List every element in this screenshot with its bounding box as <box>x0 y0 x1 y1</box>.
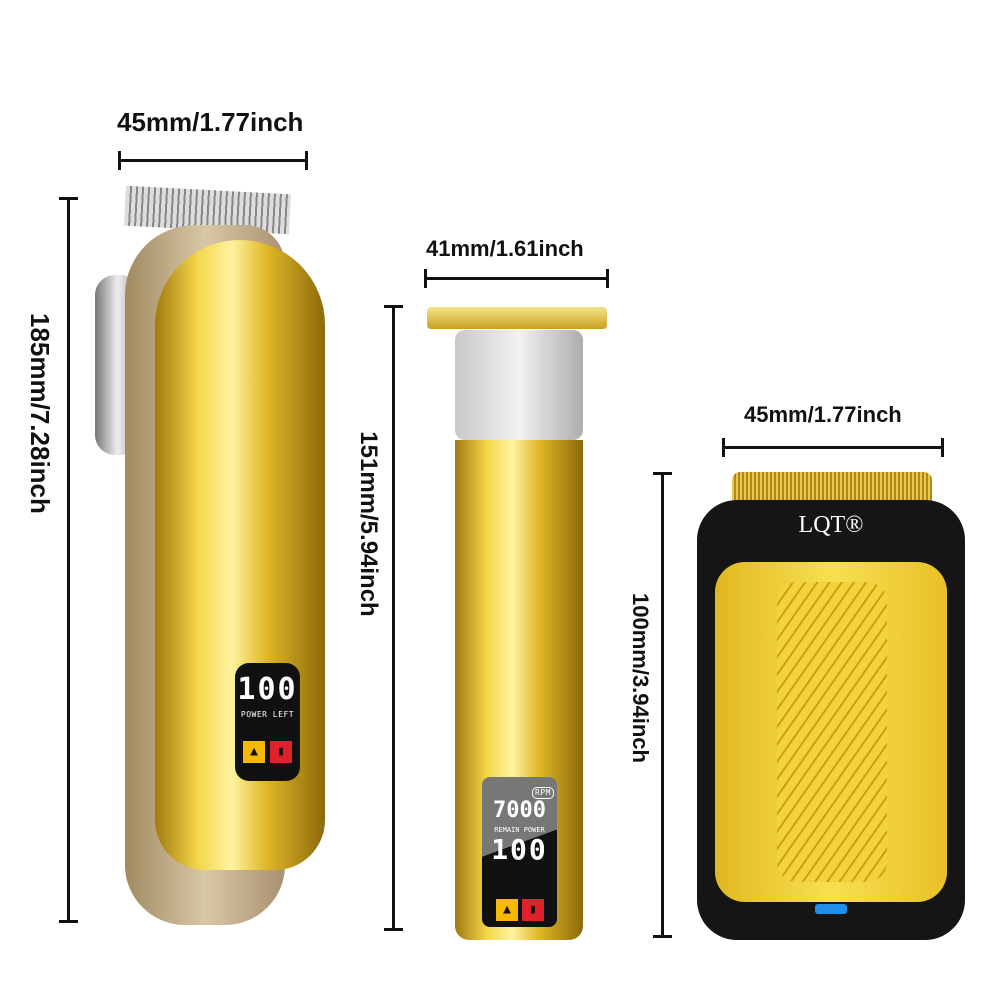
shaver-width-line <box>722 438 944 457</box>
trimmer-power-value: 100 <box>491 832 548 866</box>
trimmer-t-blade <box>427 307 607 329</box>
t-blade-trimmer: RPM 7000 REMAIN POWER 100 ▲ ▮ <box>425 305 610 950</box>
trimmer-display: RPM 7000 REMAIN POWER 100 ▲ ▮ <box>482 777 557 927</box>
clipper-height-line <box>59 197 78 923</box>
clipper-power-value: 100 <box>237 672 298 707</box>
shaver-width-label: 45mm/1.77inch <box>744 402 902 427</box>
trimmer-width-line <box>424 269 609 288</box>
shaver-foil <box>732 472 932 504</box>
clipper-width-label: 45mm/1.77inch <box>117 107 304 137</box>
shaver-height-label: 100mm/3.94inch <box>628 593 653 763</box>
foil-shaver: LQT® <box>697 472 965 942</box>
clipper-power-label: POWER LEFT <box>240 710 295 719</box>
clipper-width-line <box>118 151 308 170</box>
shaver-led-indicator <box>815 904 847 914</box>
trimmer-height-line <box>384 305 403 931</box>
trimmer-rpm-value: 7000 <box>493 798 546 823</box>
clipper-height-label: 185mm/7.28inch <box>25 313 55 514</box>
trimmer-rpm-label: RPM <box>532 787 554 799</box>
oil-drop-icon: ▲ <box>496 899 518 921</box>
hair-clipper: 100 POWER LEFT ▲ ▮ <box>85 185 335 950</box>
plug-icon: ▮ <box>522 899 544 921</box>
plug-icon: ▮ <box>270 741 292 763</box>
trimmer-height-label: 151mm/5.94inch <box>355 431 382 617</box>
trimmer-clear-head <box>455 330 583 440</box>
shaver-grip-ribs <box>777 582 887 882</box>
trimmer-width-label: 41mm/1.61inch <box>426 236 584 261</box>
trimmer-remain-power-label: REMAIN POWER <box>494 826 545 835</box>
clipper-display: 100 POWER LEFT ▲ ▮ <box>235 663 300 781</box>
shaver-height-line <box>653 472 672 938</box>
shaver-brand-logo: LQT® <box>798 512 864 538</box>
oil-drop-icon: ▲ <box>243 741 265 763</box>
